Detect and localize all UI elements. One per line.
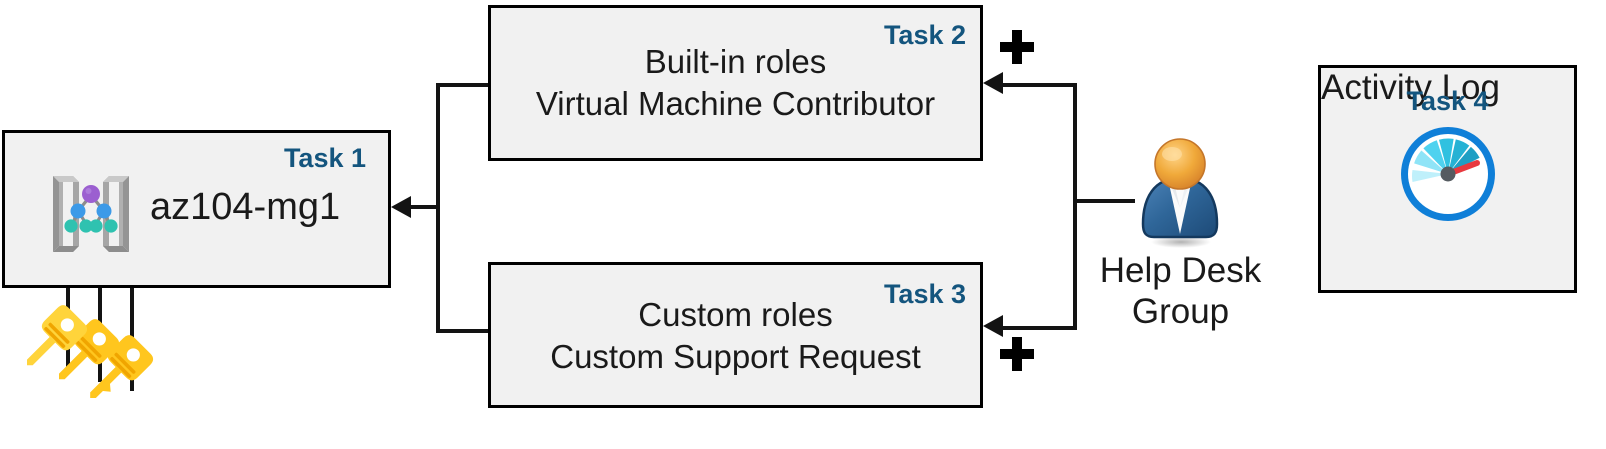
- user-icon: [1132, 138, 1228, 248]
- connector-key2: [98, 252, 102, 382]
- connector-task3-left-stub: [436, 329, 490, 333]
- task2-line1: Built-in roles: [644, 43, 827, 80]
- task1-title: az104-mg1: [150, 186, 341, 228]
- key-group: [26, 300, 166, 449]
- actor-label-line2: Group: [1131, 292, 1230, 332]
- task3-line2: Custom Support Request: [550, 338, 921, 376]
- actor-label-line1: Help Desk: [1099, 251, 1262, 290]
- plus-sign-task3: [1000, 337, 1034, 371]
- task3-text: Custom roles Custom Support Request: [508, 294, 963, 378]
- task1-box[interactable]: Task 1: [2, 130, 391, 288]
- plus-sign-task2: [1000, 30, 1034, 64]
- key-icon: [90, 335, 154, 399]
- connector-to-task1: [410, 205, 438, 209]
- connector-to-task3: [1002, 326, 1077, 330]
- connector-key3: [130, 256, 134, 391]
- task4-box[interactable]: Task 4 Activity Log: [1318, 65, 1577, 293]
- connector-to-task2: [1002, 83, 1077, 87]
- task4-title: Activity Log: [1321, 68, 1500, 107]
- arrowhead-into-task3: [983, 315, 1003, 337]
- task3-line1: Custom roles: [638, 296, 833, 333]
- task2-line2: Virtual Machine Contributor: [535, 85, 936, 123]
- task2-label: Task 2: [883, 20, 966, 50]
- connector-actor-trunk: [1073, 83, 1077, 330]
- task4-label: Task 4: [1406, 86, 1489, 116]
- task3-box[interactable]: Task 3: [488, 262, 983, 408]
- key-icon: [59, 319, 120, 380]
- connector-roles-trunk: [436, 83, 440, 333]
- key-icon: [27, 305, 88, 366]
- task1-label: Task 1: [283, 143, 366, 173]
- arrowhead-into-task1: [391, 196, 411, 218]
- arrowhead-into-task2: [983, 72, 1003, 94]
- gauge-icon: [1398, 124, 1498, 224]
- task2-box[interactable]: Task 2: [488, 5, 983, 161]
- management-group-icon: [45, 168, 137, 260]
- connector-actor-stub: [1073, 199, 1135, 203]
- task2-text: Built-in roles Virtual Machine Contribut…: [508, 41, 963, 125]
- task3-label: Task 3: [883, 279, 966, 309]
- actor-label: Help Desk Group: [1078, 250, 1283, 333]
- connector-task2-left-stub: [436, 83, 490, 87]
